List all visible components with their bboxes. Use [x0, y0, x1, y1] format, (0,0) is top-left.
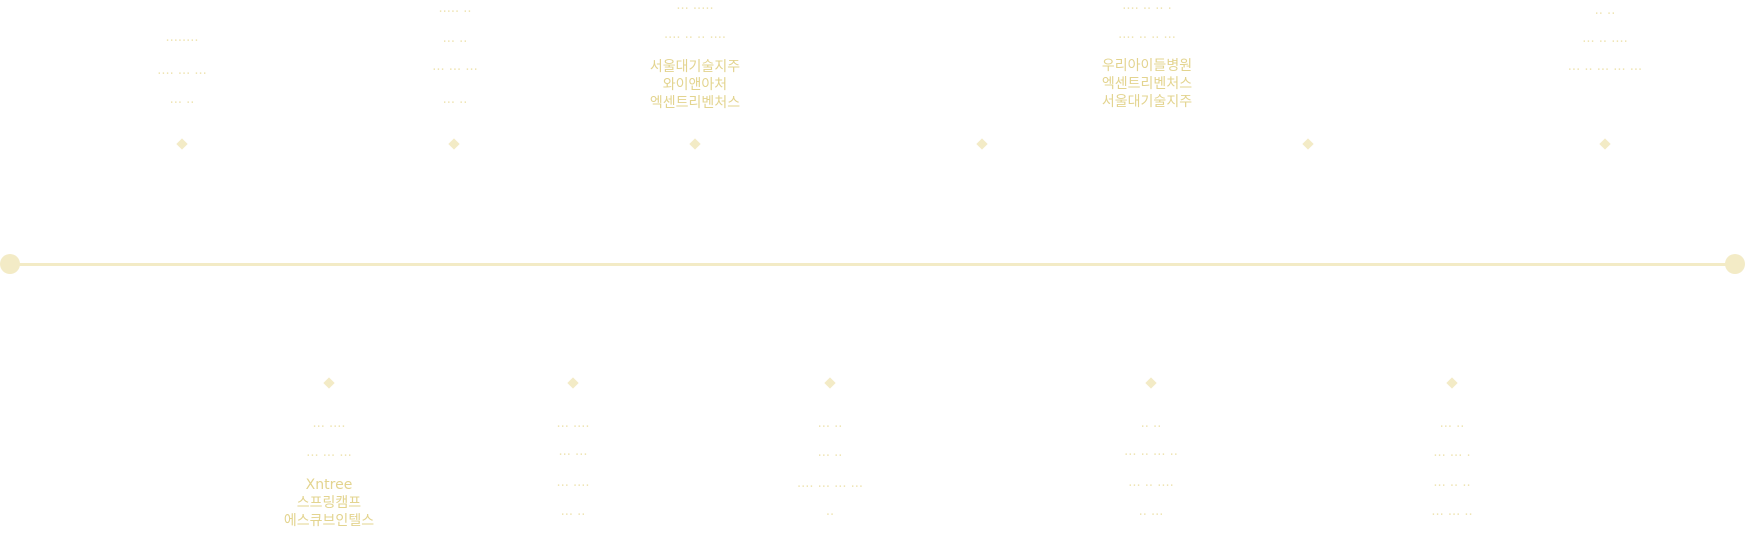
bottom-item-2-label: ··· ····	[556, 479, 590, 494]
bottom-item-4-label: ·· ···	[1138, 508, 1164, 523]
top-item-3-label: ··· ·····	[676, 2, 714, 17]
timeline-start-dot	[0, 254, 20, 274]
timeline-marker[interactable]	[1599, 138, 1611, 150]
top-item-1-label: ········	[165, 34, 199, 49]
top-item-2-label: ··· ··	[442, 35, 468, 50]
bottom-item-5-label: ··· ··· ··	[1431, 508, 1473, 523]
top-item-3-names: 서울대기술지주 와이앤아처 엑센트리벤처스	[650, 58, 740, 112]
top-item-2-label: ··· ··	[442, 96, 468, 111]
company-name: 서울대기술지주	[1101, 94, 1193, 110]
top-item-7-label: ··· ·· ····	[1582, 35, 1628, 50]
top-item-5-label: ···· ·· ·· ···	[1118, 31, 1176, 46]
company-name: 우리아이들병원	[1101, 58, 1193, 74]
bottom-item-4-label: ·· ··	[1140, 420, 1162, 435]
top-item-1-label: ··· ··	[169, 96, 195, 111]
top-item-1-label: ···· ··· ···	[157, 67, 207, 82]
top-item-5-label: ···· ·· ·· ·	[1122, 2, 1172, 17]
company-name: 에스큐브인텔스	[283, 513, 375, 529]
bottom-item-4-label: ··· ·· ··· ··	[1124, 448, 1178, 463]
timeline-marker[interactable]	[824, 377, 836, 389]
top-item-2-label: ··· ··· ···	[432, 63, 478, 78]
bottom-item-4-label: ··· ·· ····	[1128, 479, 1174, 494]
timeline-marker[interactable]	[323, 377, 335, 389]
timeline-marker[interactable]	[976, 138, 988, 150]
timeline-marker[interactable]	[689, 138, 701, 150]
top-item-7-label: ··· ·· ··· ··· ···	[1567, 63, 1643, 78]
timeline-marker[interactable]	[176, 138, 188, 150]
company-name: Xntree	[305, 477, 353, 493]
company-name: 스프링캠프	[296, 495, 362, 511]
company-name: 와이앤아처	[662, 77, 728, 93]
bottom-item-5-label: ··· ··· ·	[1433, 449, 1471, 464]
top-item-5-names: 우리아이들병원 엑센트리벤처스 서울대기술지주	[1102, 57, 1192, 111]
bottom-item-2-label: ··· ····	[556, 420, 590, 435]
timeline-marker[interactable]	[1302, 138, 1314, 150]
company-name: 엑센트리벤처스	[649, 95, 741, 111]
top-item-2-label: ····· ··	[438, 5, 472, 20]
bottom-item-3-label: ··· ··	[817, 420, 843, 435]
bottom-item-1-names: Xntree 스프링캠프 에스큐브인텔스	[284, 476, 374, 530]
timeline-marker[interactable]	[1145, 377, 1157, 389]
company-name: 엑센트리벤처스	[1101, 76, 1193, 92]
timeline-marker[interactable]	[567, 377, 579, 389]
timeline-marker[interactable]	[1446, 377, 1458, 389]
timeline-line	[10, 263, 1735, 266]
bottom-item-3-label: ··	[825, 508, 835, 523]
bottom-item-2-label: ··· ··	[560, 508, 586, 523]
bottom-item-2-label: ··· ···	[558, 448, 588, 463]
bottom-item-3-label: ···· ··· ··· ···	[796, 480, 864, 495]
bottom-item-5-label: ··· ·· ··	[1433, 479, 1471, 494]
top-item-3-label: ···· ·· ·· ····	[664, 31, 726, 46]
bottom-item-1-label: ··· ····	[312, 420, 346, 435]
bottom-item-1-label: ··· ··· ···	[306, 449, 352, 464]
bottom-item-5-label: ··· ··	[1439, 420, 1465, 435]
timeline-end-dot	[1725, 254, 1745, 274]
company-name: 서울대기술지주	[649, 59, 741, 75]
bottom-item-3-label: ··· ··	[817, 449, 843, 464]
timeline-marker[interactable]	[448, 138, 460, 150]
top-item-7-label: ·· ··	[1594, 7, 1616, 22]
